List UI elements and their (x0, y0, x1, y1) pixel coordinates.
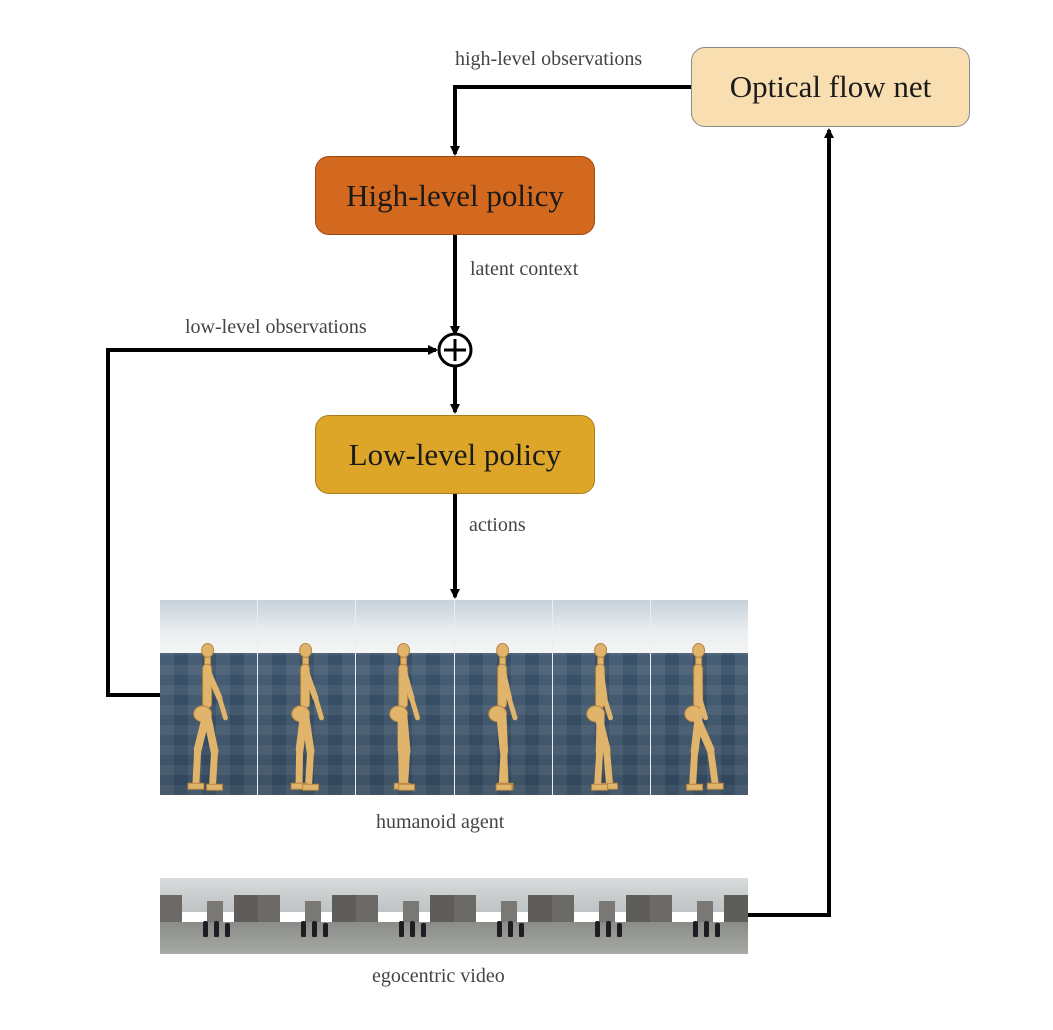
optical-flow-net-node: Optical flow net (691, 47, 970, 127)
humanoid-frame (453, 600, 552, 795)
humanoid-frame (649, 600, 749, 795)
video-frame (356, 878, 454, 954)
high-level-policy-label: High-level policy (346, 177, 564, 213)
humanoid-agent-caption: humanoid agent (376, 811, 505, 833)
low-level-policy-node: Low-level policy (315, 415, 595, 494)
humanoid-frame (355, 600, 454, 795)
egocentric-video-caption: egocentric video (372, 965, 505, 987)
egocentric-video-frames (160, 878, 748, 954)
edge-label-high-level-observations: high-level observations (455, 48, 643, 70)
humanoid-agent-frames (160, 600, 749, 795)
humanoid-figure-icon (290, 642, 325, 791)
arrow-high-level-observations (450, 85, 691, 156)
edge-label-latent-context: latent context (470, 258, 579, 280)
video-frame (454, 878, 552, 954)
humanoid-figure-icon (684, 642, 724, 791)
high-level-policy-node: High-level policy (315, 156, 595, 235)
video-frame (552, 878, 650, 954)
video-frame (160, 878, 258, 954)
edge-label-low-level-observations: low-level observations (185, 316, 367, 338)
arrow-low-level-observations (106, 345, 438, 697)
humanoid-figure-icon (585, 642, 618, 791)
humanoid-figure-icon (187, 642, 228, 791)
edge-label-actions: actions (469, 514, 526, 536)
low-level-policy-label: Low-level policy (348, 436, 562, 472)
humanoid-figure-icon (487, 642, 517, 791)
arrow-video-to-optical-flow (748, 128, 834, 917)
humanoid-frame (257, 600, 356, 795)
humanoid-frame (551, 600, 650, 795)
sum-node-icon (437, 332, 473, 368)
video-frame (258, 878, 356, 954)
video-frame (650, 878, 748, 954)
humanoid-figure-icon (389, 642, 421, 791)
optical-flow-net-label: Optical flow net (729, 69, 932, 104)
humanoid-frame (160, 600, 258, 795)
